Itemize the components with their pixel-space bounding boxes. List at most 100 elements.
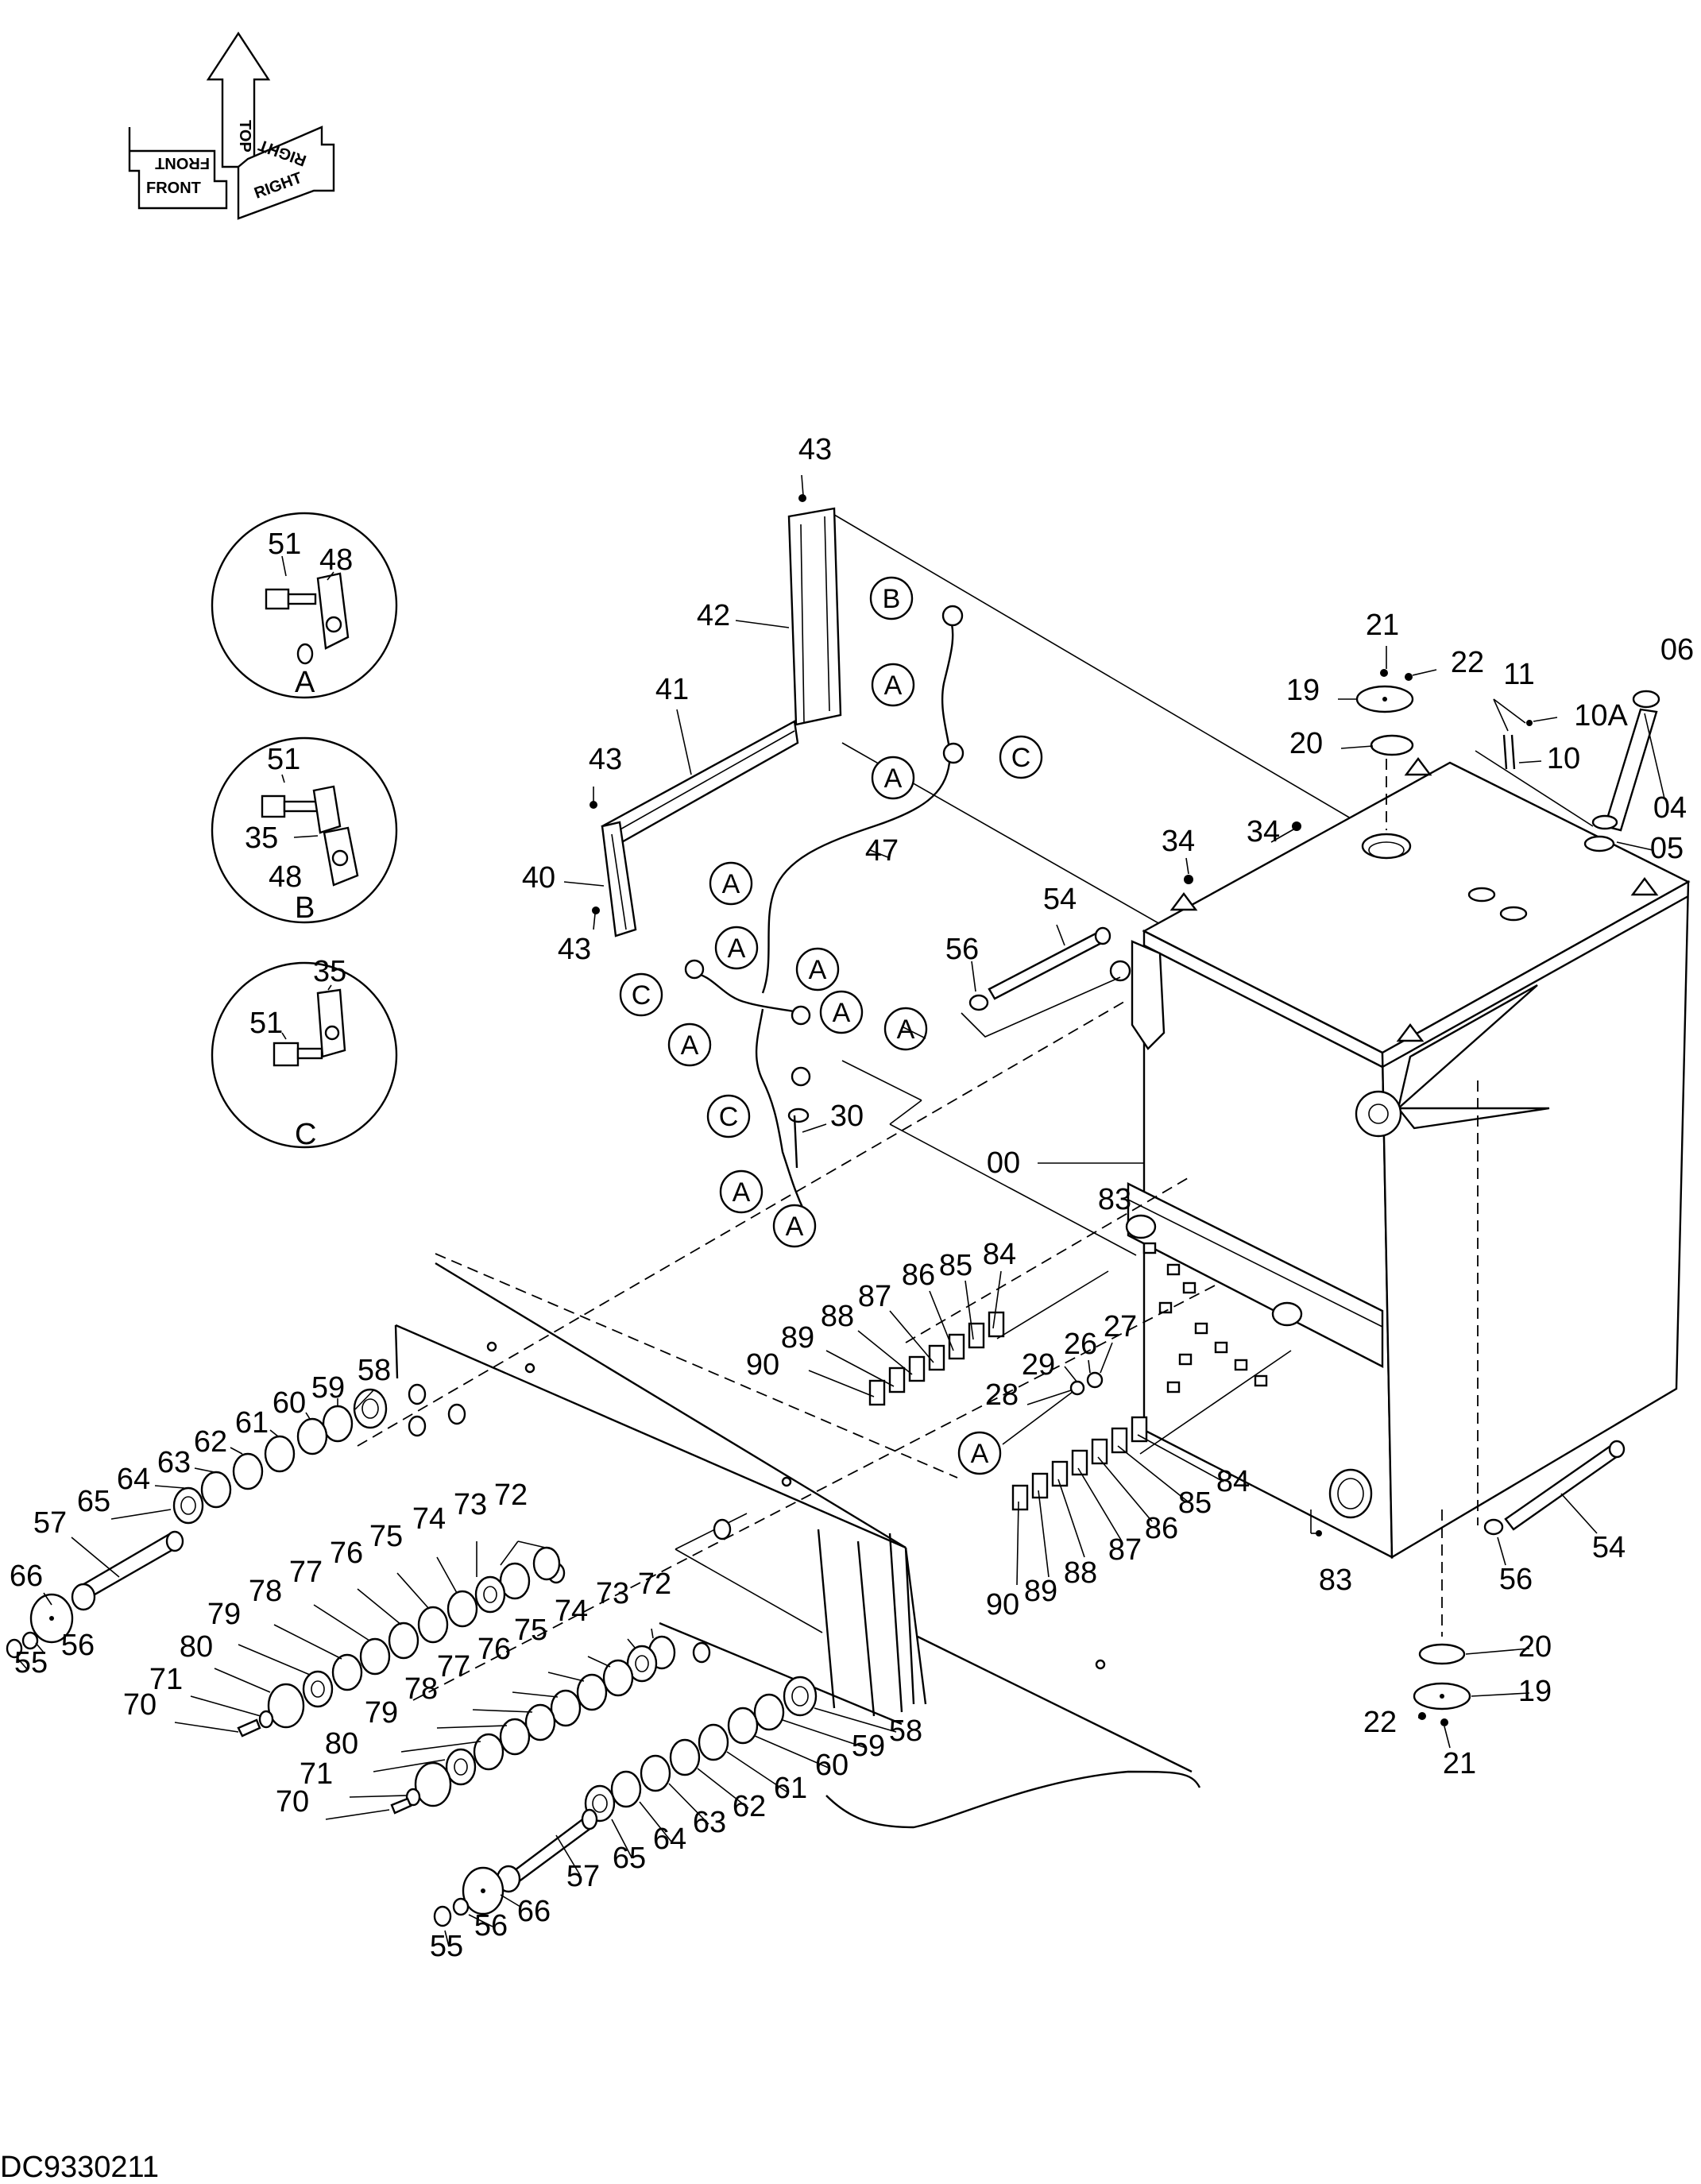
ref-callout-letter: A <box>681 1030 699 1061</box>
detail-a-letter: A <box>295 666 315 699</box>
shim-group-lower <box>1011 1350 1292 1586</box>
orientation-label-front: FRONT <box>146 180 201 197</box>
part-label-56: 56 <box>945 933 979 966</box>
detail-b-item-48: 48 <box>269 860 302 894</box>
part-label-54: 54 <box>1592 1531 1626 1564</box>
top-cover-group <box>1338 646 1437 830</box>
part-label-80: 80 <box>180 1630 213 1664</box>
part-label-70: 70 <box>123 1688 157 1722</box>
part-label-76: 76 <box>330 1537 363 1570</box>
ref-callout-letter: A <box>884 763 903 794</box>
part-label-79: 79 <box>207 1598 241 1631</box>
ref-callout-a: A <box>819 990 864 1034</box>
part-label-43: 43 <box>589 743 622 776</box>
mount-stack-middle-lower <box>325 1628 676 1820</box>
ref-callout-c: C <box>999 735 1043 779</box>
ref-callout-letter: C <box>719 1102 739 1132</box>
part-label-22: 22 <box>1451 646 1484 679</box>
part-label-65: 65 <box>77 1485 110 1518</box>
part-label-21: 21 <box>1443 1747 1476 1780</box>
part-label-86: 86 <box>902 1258 935 1292</box>
part-label-63: 63 <box>157 1446 191 1479</box>
part-label-19: 19 <box>1518 1675 1552 1708</box>
part-label-74: 74 <box>412 1502 446 1536</box>
part-label-62: 62 <box>733 1790 766 1823</box>
part-label-89: 89 <box>1024 1575 1057 1608</box>
ref-callout-b: B <box>869 576 914 620</box>
part-label-66: 66 <box>517 1895 551 1928</box>
part-label-56: 56 <box>1499 1563 1533 1596</box>
orientation-label-top: TOP <box>236 120 253 153</box>
part-label-73: 73 <box>454 1488 487 1521</box>
part-label-22: 22 <box>1363 1706 1397 1739</box>
part-label-54: 54 <box>1043 883 1077 916</box>
part-label-28: 28 <box>985 1378 1019 1412</box>
part-label-88: 88 <box>1064 1556 1097 1590</box>
part-label-05: 05 <box>1650 832 1684 865</box>
ref-callout-letter: C <box>1011 743 1031 773</box>
ref-callout-a: A <box>714 926 759 970</box>
part-label-85: 85 <box>1178 1486 1212 1520</box>
part-label-55: 55 <box>430 1930 463 1963</box>
detail-c-letter: C <box>295 1118 316 1151</box>
part-label-85: 85 <box>939 1249 972 1282</box>
detail-c-item-51: 51 <box>249 1007 283 1040</box>
part-label-78: 78 <box>249 1575 282 1608</box>
ref-callout-letter: A <box>897 1015 915 1045</box>
part-label-80: 80 <box>325 1727 358 1761</box>
part-label-00: 00 <box>987 1146 1020 1180</box>
part-label-73: 73 <box>596 1577 629 1610</box>
part-label-57: 57 <box>566 1860 600 1893</box>
part-label-61: 61 <box>774 1772 807 1805</box>
part-label-20: 20 <box>1518 1630 1552 1664</box>
part-label-89: 89 <box>781 1321 814 1355</box>
ref-callout-a: A <box>795 947 840 991</box>
part-label-06: 06 <box>1660 633 1694 667</box>
part-label-40: 40 <box>522 861 555 895</box>
part-label-21: 21 <box>1366 609 1399 642</box>
part-label-63: 63 <box>693 1806 726 1839</box>
part-label-65: 65 <box>613 1842 646 1875</box>
part-label-61: 61 <box>235 1406 269 1440</box>
part-label-77: 77 <box>437 1650 470 1683</box>
detail-view-a: 51 48 A <box>211 512 398 699</box>
part-label-59: 59 <box>852 1730 885 1763</box>
part-label-27: 27 <box>1104 1310 1137 1343</box>
ref-callout-letter: B <box>883 584 901 614</box>
part-label-87: 87 <box>1108 1533 1142 1567</box>
strainer-group <box>1475 690 1665 852</box>
ref-callout-letter: A <box>728 934 746 964</box>
part-label-47: 47 <box>865 834 899 868</box>
orientation-label-front-mirror: FRONT <box>155 154 210 172</box>
ref-callout-letter: A <box>786 1212 804 1242</box>
part-label-34: 34 <box>1162 825 1195 858</box>
ref-callout-a: A <box>871 756 915 800</box>
part-label-55: 55 <box>14 1646 48 1680</box>
part-label-30: 30 <box>830 1100 864 1133</box>
part-label-72: 72 <box>638 1567 671 1601</box>
mount-stack-upper-left <box>6 1388 388 1671</box>
shim-group-upper <box>808 1270 1113 1445</box>
part-label-04: 04 <box>1653 791 1687 825</box>
detail-view-b: 51 35 48 B <box>211 736 398 925</box>
part-label-74: 74 <box>555 1595 588 1628</box>
part-label-90: 90 <box>746 1348 779 1382</box>
hydraulic-tank <box>1038 757 1691 1560</box>
part-label-78: 78 <box>404 1672 438 1706</box>
ref-callout-letter: A <box>884 671 903 701</box>
ref-callout-a: A <box>772 1204 817 1248</box>
ref-callout-letter: C <box>632 980 651 1011</box>
part-label-90: 90 <box>986 1588 1019 1622</box>
ref-callout-a: A <box>709 861 753 906</box>
part-label-58: 58 <box>889 1714 922 1748</box>
upper-shaft-group <box>961 821 1301 1038</box>
orientation-arrows-icon: FRONT FRONT TOP RIGHT RIGHT <box>128 31 335 220</box>
part-label-84: 84 <box>1216 1465 1250 1498</box>
bottom-cover-group <box>1413 1643 1530 1749</box>
mount-stack-lower-right <box>433 1676 897 1947</box>
part-label-87: 87 <box>858 1280 891 1313</box>
part-label-59: 59 <box>311 1371 345 1405</box>
part-label-20: 20 <box>1289 727 1323 760</box>
part-label-43: 43 <box>558 933 591 966</box>
